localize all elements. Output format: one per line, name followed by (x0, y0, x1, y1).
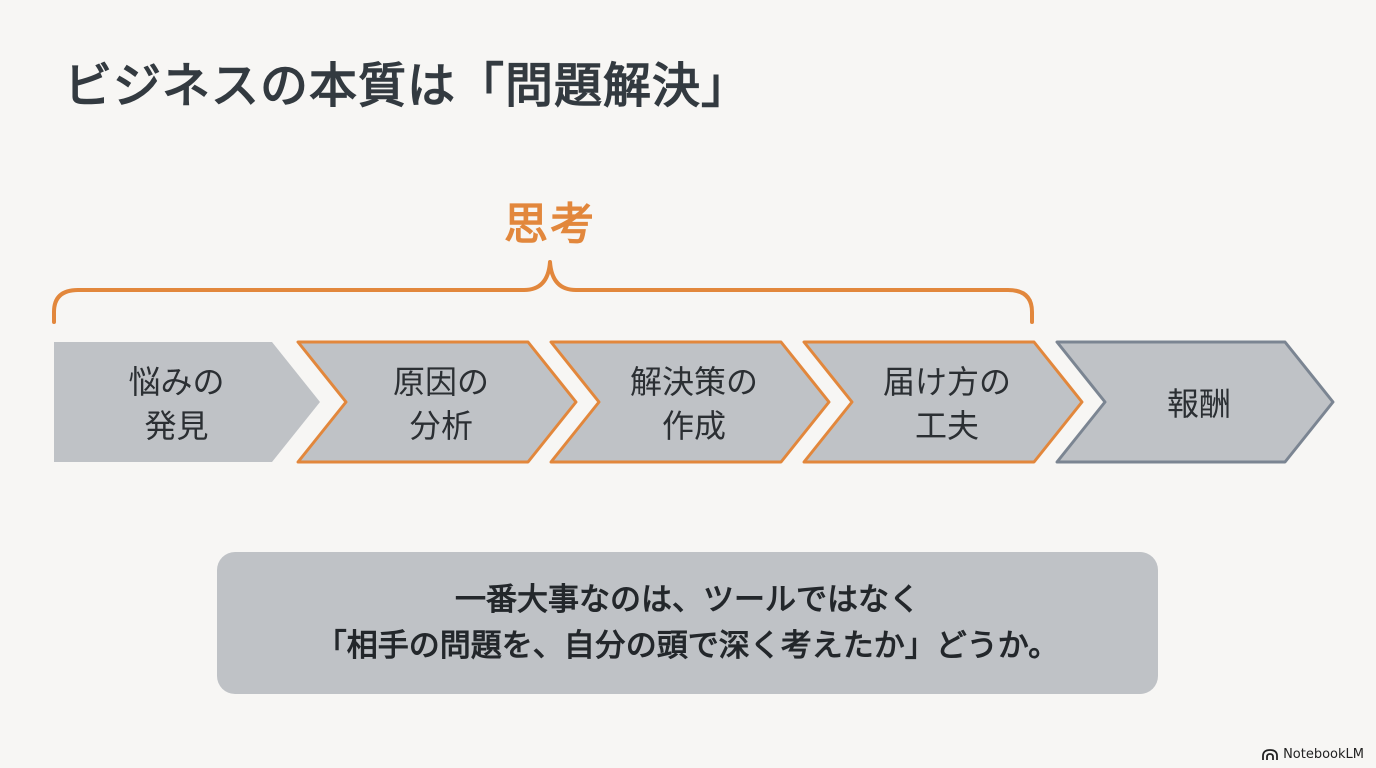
watermark-text: NotebookLM (1283, 747, 1364, 762)
step-arrow-2 (296, 340, 578, 464)
step-label-3: 解決策の 作成 (629, 363, 758, 445)
step-arrow-3 (549, 340, 831, 464)
notebooklm-watermark: NotebookLM (1262, 747, 1364, 762)
step-label-5: 報酬 (1166, 385, 1231, 423)
step-arrow-5 (1055, 340, 1335, 464)
process-flow-diagram (52, 260, 1335, 464)
key-message-box: 一番大事なのは、ツールではなく 「相手の問題を、自分の頭で深く考えたか」どうか。 (217, 552, 1158, 694)
notebooklm-logo-icon (1262, 748, 1278, 760)
key-message-line-2: 「相手の問題を、自分の頭で深く考えたか」どうか。 (315, 628, 1060, 664)
thinking-label: 思考 (504, 199, 596, 250)
step-arrow-4 (802, 340, 1084, 464)
step-label-2: 原因の 分析 (392, 363, 489, 445)
step-label-1: 悩みの 発見 (128, 363, 225, 445)
key-message-line-1: 一番大事なのは、ツールではなく (455, 582, 920, 618)
step-arrow-1 (54, 342, 320, 462)
step-label-4: 届け方の 工夫 (882, 363, 1011, 445)
thinking-brace (52, 260, 1034, 324)
page-title: ビジネスの本質は「問題解決」 (64, 58, 751, 114)
